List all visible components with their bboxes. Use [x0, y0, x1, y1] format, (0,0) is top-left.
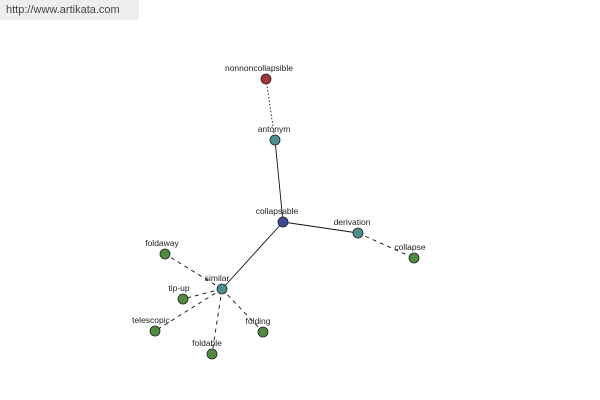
node-foldaway[interactable]	[159, 248, 171, 260]
label-collapsable[interactable]: collapsable	[256, 206, 299, 216]
edge-collapsable-antonym	[274, 139, 284, 223]
node-tip-up[interactable]	[177, 293, 189, 305]
node-similar[interactable]	[216, 283, 228, 295]
source-url[interactable]: http://www.artikata.com	[0, 0, 139, 20]
graph-nodes	[149, 73, 420, 360]
edge-derivation-collapse	[357, 232, 415, 259]
label-nonnoncollapsible[interactable]: nonnoncollapsible	[225, 63, 293, 73]
node-collapsable[interactable]	[277, 216, 289, 228]
label-similar[interactable]: similar	[205, 273, 230, 283]
node-nonnoncollapsible[interactable]	[260, 73, 272, 85]
node-folding[interactable]	[257, 326, 269, 338]
edge-similar-folding	[221, 288, 264, 333]
node-antonym[interactable]	[269, 134, 281, 146]
edge-similar-foldaway	[164, 253, 223, 290]
node-collapse[interactable]	[408, 252, 420, 264]
label-derivation[interactable]: derivation	[334, 217, 371, 227]
node-foldable[interactable]	[206, 348, 218, 360]
graph-labels: collapsable antonym nonnoncollapsible deriv…	[132, 63, 426, 348]
label-collapse[interactable]: collapse	[394, 242, 425, 252]
edge-similar-telescopic	[154, 288, 223, 332]
label-folding[interactable]: folding	[245, 316, 270, 326]
node-derivation[interactable]	[352, 227, 364, 239]
node-telescopic[interactable]	[149, 325, 161, 337]
label-tip-up[interactable]: tip-up	[168, 283, 190, 293]
edge-collapsable-similar	[221, 221, 284, 290]
label-foldable[interactable]: foldable	[192, 338, 222, 348]
edge-similar-tip-up	[182, 288, 223, 300]
edge-collapsable-derivation	[282, 221, 359, 234]
graph-edges	[154, 78, 415, 355]
edge-similar-foldable	[211, 288, 223, 355]
label-telescopic[interactable]: telescopic	[132, 315, 171, 325]
label-foldaway[interactable]: foldaway	[145, 238, 179, 248]
label-antonym[interactable]: antonym	[258, 124, 291, 134]
